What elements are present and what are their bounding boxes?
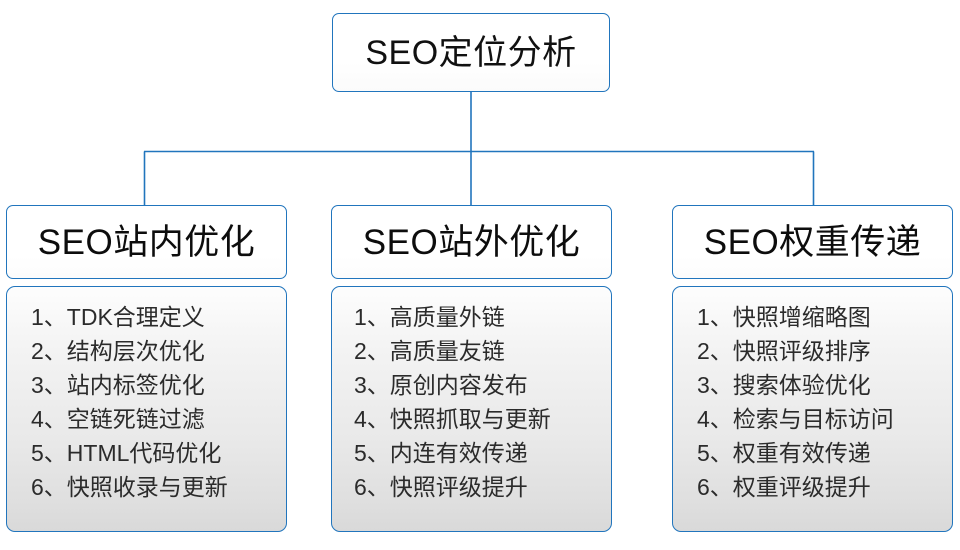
list-item: 1、TDK合理定义 [31, 304, 205, 330]
list-item: 1、快照增缩略图 [697, 304, 871, 330]
list-item: 3、搜索体验优化 [697, 372, 871, 398]
list-item: 3、站内标签优化 [31, 372, 205, 398]
branch-header-label-2: SEO权重传递 [703, 222, 922, 262]
list-item: 5、HTML代码优化 [31, 440, 222, 466]
list-item: 6、权重评级提升 [697, 474, 871, 500]
list-item: 5、权重有效传递 [697, 440, 871, 466]
list-item: 1、高质量外链 [354, 304, 505, 330]
branch-header-0[interactable]: SEO站内优化 [6, 205, 287, 279]
branch-column-2: SEO权重传递 1、快照增缩略图 2、快照评级排序 3、搜索体验优化 4、检索与… [672, 205, 953, 532]
list-item: 6、快照评级提升 [354, 474, 528, 500]
list-item: 5、内连有效传递 [354, 440, 528, 466]
branch-list-0: 1、TDK合理定义 2、结构层次优化 3、站内标签优化 4、空链死链过滤 5、H… [6, 286, 287, 532]
root-node[interactable]: SEO定位分析 [332, 13, 610, 92]
list-item: 2、结构层次优化 [31, 338, 205, 364]
list-item: 2、高质量友链 [354, 338, 505, 364]
branch-column-1: SEO站外优化 1、高质量外链 2、高质量友链 3、原创内容发布 4、快照抓取与… [331, 205, 612, 532]
branch-header-2[interactable]: SEO权重传递 [672, 205, 953, 279]
branch-list-2: 1、快照增缩略图 2、快照评级排序 3、搜索体验优化 4、检索与目标访问 5、权… [672, 286, 953, 532]
list-item: 3、原创内容发布 [354, 372, 528, 398]
branch-header-label-0: SEO站内优化 [37, 222, 256, 262]
list-item: 2、快照评级排序 [697, 338, 871, 364]
root-node-label: SEO定位分析 [365, 33, 577, 72]
list-item: 4、检索与目标访问 [697, 406, 894, 432]
branch-header-1[interactable]: SEO站外优化 [331, 205, 612, 279]
list-item: 6、快照收录与更新 [31, 474, 228, 500]
branch-header-label-1: SEO站外优化 [362, 222, 581, 262]
branch-list-1: 1、高质量外链 2、高质量友链 3、原创内容发布 4、快照抓取与更新 5、内连有… [331, 286, 612, 532]
list-item: 4、空链死链过滤 [31, 406, 205, 432]
branch-column-0: SEO站内优化 1、TDK合理定义 2、结构层次优化 3、站内标签优化 4、空链… [6, 205, 287, 532]
list-item: 4、快照抓取与更新 [354, 406, 551, 432]
